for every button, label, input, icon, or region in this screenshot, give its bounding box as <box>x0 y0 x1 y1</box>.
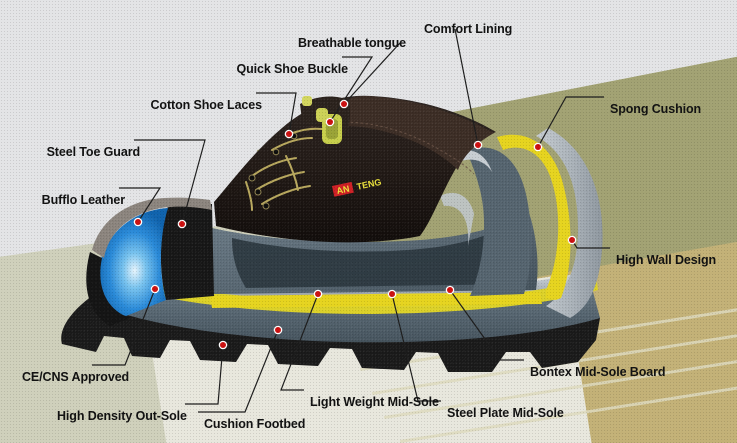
leader-line-high-density-out-sole <box>185 344 224 405</box>
inner-cavity <box>232 216 527 288</box>
toe-cap <box>98 208 168 316</box>
anchor-dot-steel-plate-mid-sole <box>389 291 395 297</box>
callout-label-bufflo-leather: Bufflo Leather <box>41 193 125 207</box>
cotton-shoe-laces <box>245 127 323 211</box>
toe-bumper <box>86 252 130 326</box>
anchor-dot-quick-shoe-buckle <box>327 119 333 125</box>
anchor-dot-ce-cns-approved <box>152 286 158 292</box>
anchor-dot-cotton-shoe-laces <box>286 131 292 137</box>
leader-line-breathable-tongue <box>343 42 401 105</box>
anchor-dot-light-weight-mid-sole <box>315 291 321 297</box>
callout-label-cushion-footbed: Cushion Footbed <box>204 417 306 431</box>
leader-line-bontex-mid-sole-board <box>449 289 524 361</box>
anchor-dot-steel-toe-guard <box>179 221 185 227</box>
leader-line-comfort-lining <box>454 28 479 146</box>
leader-line-steel-plate-mid-sole <box>391 293 441 402</box>
callout-label-spong-cushion: Spong Cushion <box>610 102 702 116</box>
leader-line-spong-cushion <box>537 96 604 148</box>
anchor-dot-high-wall-design <box>569 237 575 243</box>
callout-label-cotton-shoe-laces: Cotton Shoe Laces <box>150 98 262 112</box>
anchor-dot-breathable-tongue <box>341 101 347 107</box>
anchor-dot-bontex-mid-sole-board <box>447 287 453 293</box>
leader-line-high-wall-design <box>571 239 610 249</box>
leader-line-steel-toe-guard <box>134 139 206 225</box>
callout-label-breathable-tongue: Breathable tongue <box>297 36 406 50</box>
leader-line-cushion-footbed <box>198 329 279 413</box>
leader-lines <box>92 28 610 413</box>
callout-label-steel-toe-guard: Steel Toe Guard <box>46 145 141 159</box>
spong-cushion-lower-band <box>210 292 542 308</box>
lace-eyelets <box>248 132 298 210</box>
anchor-dot-high-density-out-sole <box>220 342 226 348</box>
svg-text:AN: AN <box>336 184 351 196</box>
anchor-dot-comfort-lining <box>475 142 481 148</box>
leader-line-quick-shoe-buckle <box>329 56 374 123</box>
callout-label-high-wall-design: High Wall Design <box>616 253 717 267</box>
callout-label-bontex-mid-sole-board: Bontex Mid-Sole Board <box>530 365 666 379</box>
leader-line-light-weight-mid-sole <box>280 293 319 391</box>
leader-line-cotton-shoe-laces <box>256 92 297 135</box>
callout-label-high-density-out-sole: High Density Out-Sole <box>57 409 187 423</box>
callout-label-comfort-lining: Comfort Lining <box>424 22 513 36</box>
anchor-dot-bufflo-leather <box>135 219 141 225</box>
anchor-dot-spong-cushion <box>535 144 541 150</box>
callout-label-steel-plate-mid-sole: Steel Plate Mid-Sole <box>447 406 564 420</box>
heel-lining-sliver-2 <box>440 192 474 246</box>
callout-label-light-weight-mid-sole: Light Weight Mid-Sole <box>310 395 439 409</box>
anchor-dot-cushion-footbed <box>275 327 281 333</box>
leader-line-ce-cns-approved <box>92 288 156 366</box>
spong-cushion <box>497 134 571 300</box>
callout-label-quick-shoe-buckle: Quick Shoe Buckle <box>236 62 348 76</box>
leader-line-bufflo-leather <box>119 187 162 223</box>
callout-label-ce-cns-approved: CE/CNS Approved <box>22 370 130 384</box>
